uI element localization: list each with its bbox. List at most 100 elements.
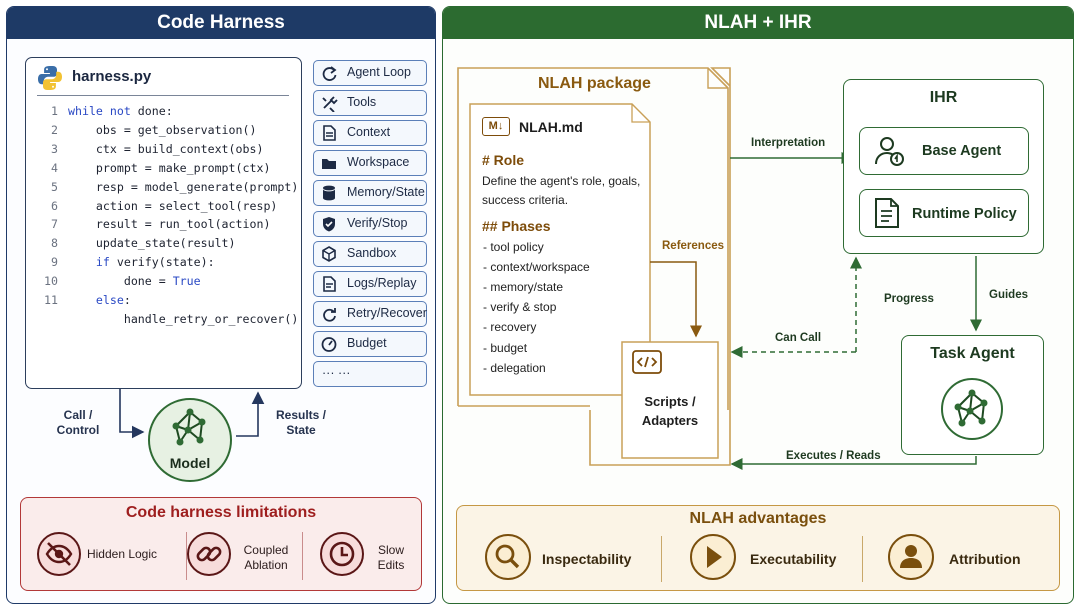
cube-icon — [322, 245, 336, 262]
line-number: 11 — [44, 293, 58, 307]
code-text: prompt = make_prompt(ctx) — [68, 160, 271, 175]
code-keyword: else — [68, 293, 124, 307]
phase-item: - budget — [483, 340, 528, 355]
executability-label: Executability — [750, 551, 837, 567]
phase-item: - delegation — [483, 360, 546, 375]
interpretation-label: Interpretation — [751, 137, 826, 149]
phase-label: context/workspace — [490, 260, 590, 275]
component-memory-state: Memory/State — [313, 180, 427, 207]
runtime-policy-label: Runtime Policy — [912, 206, 1017, 222]
code-line: handle_retry_or_recover() — [30, 312, 299, 331]
divider — [186, 532, 187, 580]
network-icon — [954, 389, 988, 427]
component-retry-recover: Retry/Recover — [313, 300, 427, 327]
person-icon — [888, 534, 934, 580]
code-keyword: True — [172, 274, 201, 289]
shield-check-icon — [323, 216, 335, 231]
base-agent-box — [859, 127, 1029, 175]
code-line: 2 obs = get_observation() — [30, 123, 256, 142]
code-icon — [632, 350, 662, 374]
can-call-label: Can Call — [775, 332, 822, 344]
line-number: 5 — [51, 179, 58, 194]
code-keyword: if — [68, 255, 110, 270]
component-label: Budget — [347, 335, 387, 350]
line-number: 4 — [51, 160, 58, 175]
nlah-ihr-title: NLAH + IHR — [443, 7, 1073, 39]
phase-item: - memory/state — [483, 280, 564, 295]
line-number: 3 — [51, 141, 58, 156]
folder-icon — [322, 159, 336, 170]
loop-icon — [322, 66, 337, 81]
code-divider — [37, 95, 289, 96]
phase-item: - context/workspace — [483, 260, 590, 275]
code-text: action = select_tool(resp) — [68, 198, 278, 213]
nlah-package-title: NLAH package — [538, 75, 651, 92]
advantages-box — [456, 505, 1060, 591]
component-label: Context — [347, 125, 391, 140]
code-line: 7 result = run_tool(action) — [30, 217, 270, 236]
limitations-title: Code harness limitations — [125, 504, 317, 521]
code-filename: harness.py — [72, 68, 152, 85]
inspectability-label: Inspectability — [542, 551, 632, 567]
eye-off-icon — [37, 532, 81, 576]
component-verify-stop: Verify/Stop — [313, 210, 427, 237]
scripts-adapters-label: Scripts /Adapters — [641, 394, 699, 428]
code-text: update_state(result) — [68, 236, 236, 251]
advantages-title: NLAH advantages — [689, 510, 827, 527]
guides-label: Guides — [989, 289, 1028, 301]
code-line: 4 prompt = make_prompt(ctx) — [30, 161, 270, 180]
line-number: 9 — [51, 255, 58, 270]
code-keyword: while not — [68, 104, 131, 118]
component-label: Agent Loop — [347, 65, 411, 79]
line-number: 1 — [51, 104, 58, 118]
code-text: ctx = build_context(obs) — [68, 141, 264, 156]
component-agent-loop: Agent Loop — [313, 60, 427, 86]
line-number: 7 — [51, 217, 58, 232]
hidden-logic-label: Hidden Logic — [86, 547, 158, 561]
divider — [661, 536, 662, 582]
code-line: 11 else: — [30, 293, 131, 312]
component-context: Context — [313, 120, 427, 147]
executes-reads-label: Executes / Reads — [786, 450, 881, 462]
attribution-label: Attribution — [949, 551, 1021, 567]
divider — [302, 532, 303, 580]
line-number: 6 — [51, 198, 58, 213]
phase-label: tool policy — [490, 240, 544, 254]
phases-heading: ## Phases — [482, 218, 551, 234]
code-harness-title: Code Harness — [7, 7, 435, 39]
component-label: ··· ··· — [322, 366, 351, 380]
code-text: done: — [130, 104, 173, 118]
phase-label: budget — [490, 340, 528, 355]
link-icon — [187, 532, 231, 576]
play-icon — [690, 534, 736, 580]
component-label: Memory/State — [347, 185, 425, 200]
tools-icon — [322, 96, 338, 113]
base-agent-label: Base Agent — [922, 143, 1002, 159]
code-line: 9 if verify(state): — [30, 255, 215, 274]
task-agent-title: Task Agent — [930, 345, 1015, 362]
component-label: Verify/Stop — [347, 215, 408, 230]
component-label: Retry/Recover — [347, 305, 427, 320]
document-icon — [323, 125, 336, 141]
component-logs-replay: Logs/Replay — [313, 270, 427, 297]
agent-icon — [875, 137, 904, 166]
markdown-icon: M↓ — [482, 117, 510, 136]
code-text: : — [123, 293, 131, 307]
component-label: Sandbox — [347, 245, 397, 260]
code-line: 8 update_state(result) — [30, 236, 236, 255]
line-number: 8 — [51, 236, 58, 251]
component-label: Workspace — [347, 155, 410, 170]
role-heading: # Role — [482, 152, 525, 168]
code-line: 5 resp = model_generate(prompt) — [30, 180, 298, 199]
clock-icon — [320, 532, 364, 576]
logs-icon — [323, 275, 336, 292]
divider — [862, 536, 863, 582]
magnifier-icon — [485, 534, 531, 580]
phase-item: - recovery — [483, 320, 537, 335]
component-sandbox: Sandbox — [313, 240, 427, 267]
phase-label: verify & stop — [490, 300, 557, 315]
component-label: Tools — [347, 95, 377, 110]
code-line: 3 ctx = build_context(obs) — [30, 142, 263, 161]
component-budget: Budget — [313, 330, 427, 357]
